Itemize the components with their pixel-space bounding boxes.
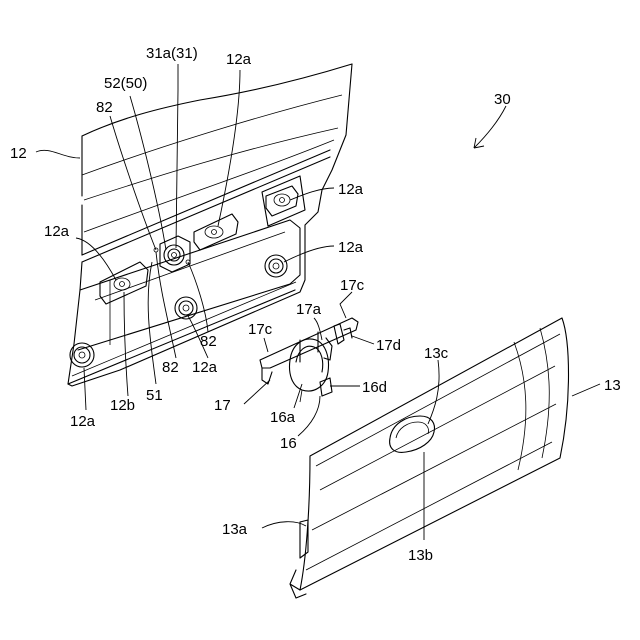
grommet-12a-right-mid [265, 255, 287, 277]
sensor-31a-assembly [154, 236, 190, 272]
label-12a-bottom-mid: 12a [192, 359, 218, 376]
label-17a: 17a [296, 301, 322, 318]
label-82-top: 82 [96, 99, 113, 116]
label-12a-right-mid: 12a [338, 239, 364, 256]
label-13: 13 [604, 377, 621, 394]
label-12a-bottom-left: 12a [70, 413, 96, 430]
label-12a-left: 12a [44, 223, 70, 240]
label-31a: 31a(31) [146, 45, 198, 62]
label-12: 12 [10, 145, 27, 162]
label-17: 17 [214, 397, 231, 414]
cap-16 [290, 339, 333, 402]
reference-labels: 30 12 12a 31a(31) 52(50) 82 12a 12a 12a … [10, 45, 621, 564]
label-17c-left: 17c [248, 321, 273, 338]
label-16a: 16a [270, 409, 296, 426]
label-17d: 17d [376, 337, 401, 354]
label-13b: 13b [408, 547, 433, 564]
label-30: 30 [494, 91, 511, 108]
hole-12a-right-upper [266, 186, 298, 216]
bracket-17 [260, 318, 358, 384]
label-13a: 13a [222, 521, 248, 538]
label-52: 52(50) [104, 75, 147, 92]
label-82-right: 82 [200, 333, 217, 350]
label-12a-right-upper: 12a [338, 181, 364, 198]
label-82-bottom: 82 [162, 359, 179, 376]
label-12b: 12b [110, 397, 135, 414]
grommet-12a-bottom-left [70, 343, 94, 367]
label-17c-upper: 17c [340, 277, 365, 294]
label-51: 51 [146, 387, 163, 404]
label-13c: 13c [424, 345, 449, 362]
label-12a-top: 12a [226, 51, 252, 68]
label-16d: 16d [362, 379, 387, 396]
grommet-12a-bottom-mid [175, 297, 197, 319]
label-16: 16 [280, 435, 297, 452]
